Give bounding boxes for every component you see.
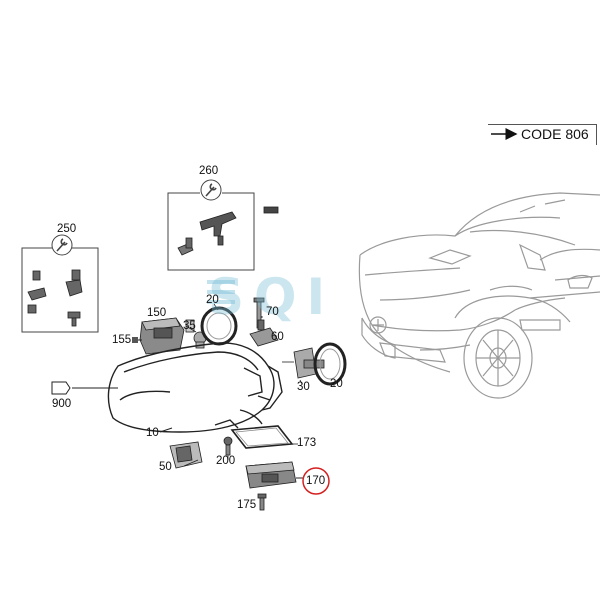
car-illustration [358,192,600,399]
part-label-10: 10 [146,427,159,439]
part-label-155: 155 [112,334,132,346]
bracket-250-part [27,269,83,327]
screw-200-part [223,436,233,456]
wrench-icon [200,179,222,201]
part-label-20b: 20 [330,378,343,390]
part-label-50: 50 [159,461,172,473]
seal-ring-20b-part [313,342,347,386]
seal-ring-20-part [200,306,238,346]
part-label-30: 30 [297,381,310,393]
plug-900-part [51,381,71,395]
code-reference-label: CODE 806 [521,126,589,142]
watermark-text: SQI [208,268,336,326]
part-label-900: 900 [52,398,72,410]
seal-173-part [230,425,294,449]
ballast-150-part [139,317,185,355]
ballast-170-part [245,461,297,489]
highlight-circle-170 [302,467,330,495]
part-label-170: 170 [306,475,326,487]
bracket-60-part [249,319,279,347]
part-label-250: 250 [57,223,77,235]
kit-250-box [21,247,99,333]
part-label-20a: 20 [206,294,219,306]
bracket-260-part [177,206,279,256]
control-unit-50-part [169,441,203,469]
headlamp-10-part [107,342,283,433]
code-reference-frame [488,124,597,145]
part-label-60: 60 [271,331,284,343]
wrench-icon [51,234,73,256]
leader-lines [183,303,335,467]
part-label-260: 260 [199,165,219,177]
part-label-173: 173 [297,437,317,449]
part-label-150: 150 [147,307,167,319]
kit-260-box [167,192,255,271]
watermark-logo-icon [207,280,235,304]
part-label-200: 200 [216,455,236,467]
screw-175-part [257,493,267,511]
part-label-175: 175 [237,499,257,511]
part-label-35: 35 [183,320,196,332]
part-label-70: 70 [266,306,279,318]
